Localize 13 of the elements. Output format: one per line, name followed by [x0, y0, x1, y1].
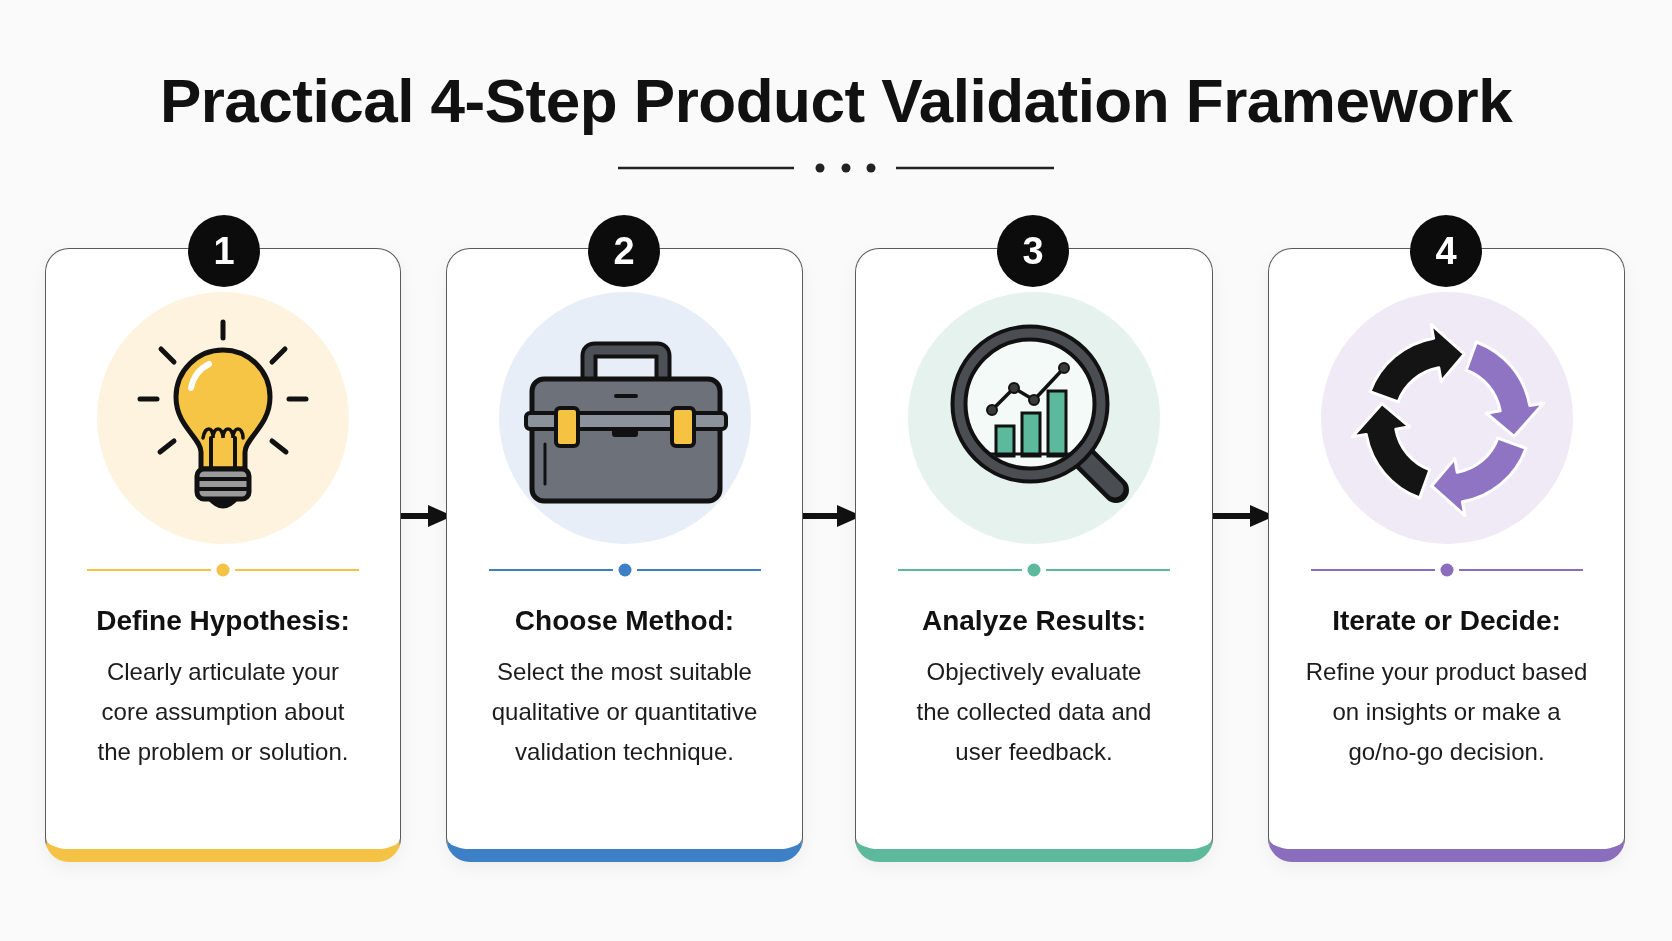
step-heading: Iterate or Decide:: [1332, 604, 1561, 638]
step-number-badge: 4: [1410, 215, 1482, 287]
title: Practical 4-Step Product Validation Framework: [159, 65, 1513, 137]
step-number-badge: 1: [188, 215, 260, 287]
step-number-badge: 2: [588, 215, 660, 287]
step-description: Select the most suitable qualitative or quantitative validation technique.: [490, 657, 759, 767]
step-description: Objectively evaluate the collected data and user feedback.: [915, 657, 1153, 767]
step-heading: Choose Method:: [514, 604, 735, 638]
step-number-badge: 3: [997, 215, 1069, 287]
step-description: Refine your product based on insights or make a go/no-go decision.: [1304, 657, 1589, 767]
step-description: Clearly articulate your core assumption about the problem or solution.: [96, 657, 350, 767]
step-heading: Analyze Results:: [921, 604, 1147, 638]
step-heading: Define Hypothesis:: [96, 604, 350, 638]
